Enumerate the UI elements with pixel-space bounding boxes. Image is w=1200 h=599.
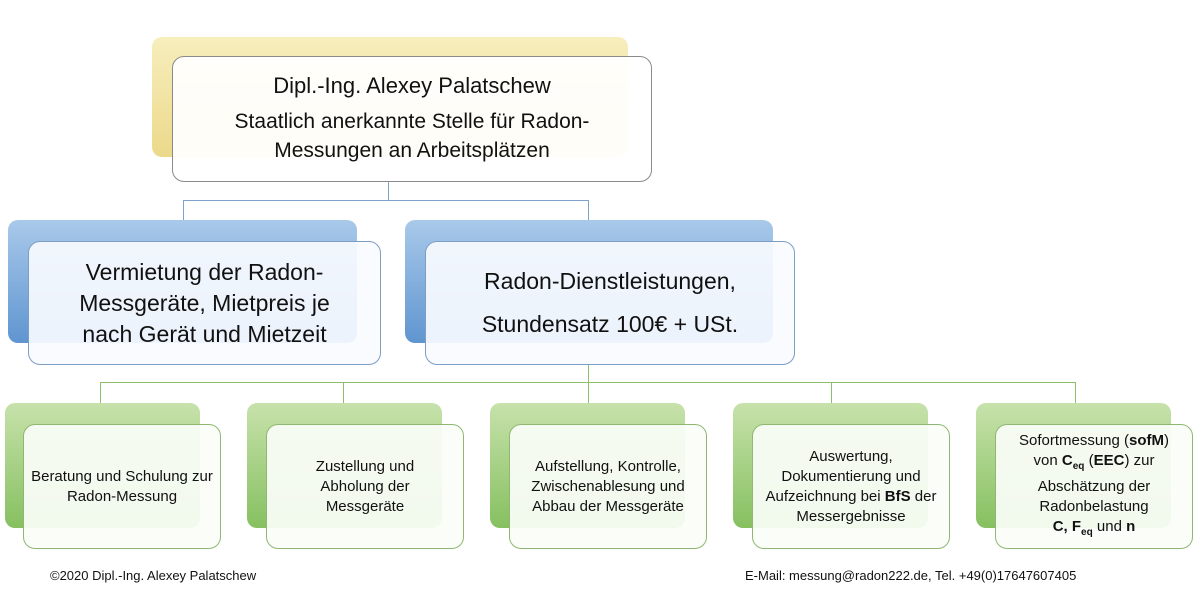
text-part: von: [1033, 451, 1062, 469]
service-setup: Aufstellung, Kontrolle, Zwischenablesung…: [509, 424, 707, 549]
text-part: (: [1084, 451, 1094, 469]
service-text: Aufstellung, Kontrolle, Zwischenablesung…: [531, 457, 685, 515]
root-subtitle: Staatlich anerkannte Stelle für Radon-Me…: [234, 110, 590, 162]
service-delivery: Zustellung und Abholung der Messgeräte: [266, 424, 464, 549]
text-part: der Messergebnisse: [796, 487, 937, 525]
rental-text: Vermietung der Radon-Messgeräte, Mietpre…: [79, 258, 330, 347]
service-instant-measurement: Sofortmessung (sofM) von Ceq (EEC) zur A…: [995, 424, 1193, 549]
root-node: Dipl.-Ing. Alexey Palatschew Staatlich a…: [172, 56, 652, 182]
text-part: Abschätzung der: [1037, 477, 1151, 495]
connector: [831, 382, 832, 404]
root-title: Dipl.-Ing. Alexey Palatschew: [273, 73, 551, 98]
text-part: sofM: [1129, 431, 1165, 449]
connector: [183, 200, 589, 201]
connector: [588, 365, 589, 382]
text-part: Auswertung, Dokumentierung und Aufzeichn…: [765, 447, 921, 505]
text-part: ) zur: [1124, 451, 1155, 469]
service-consulting: Beratung und Schulung zur Radon-Messung: [23, 424, 221, 549]
connector: [343, 382, 344, 404]
text-part: C: [1061, 451, 1073, 469]
connector: [588, 200, 589, 222]
service-evaluation: Auswertung, Dokumentierung und Aufzeichn…: [752, 424, 950, 549]
connector: [183, 200, 184, 222]
connector: [388, 182, 389, 200]
text-part: eq: [1072, 460, 1085, 472]
service-text: Auswertung, Dokumentierung und Aufzeichn…: [759, 447, 943, 527]
services-rate: Stundensatz 100€ + USt.: [481, 311, 739, 337]
service-text: Zustellung und Abholung der Messgeräte: [315, 457, 415, 515]
text-part: C, F: [1052, 517, 1082, 535]
rental-node: Vermietung der Radon-Messgeräte, Mietpre…: [28, 241, 381, 365]
text-part: und: [1092, 517, 1127, 535]
connector: [1075, 382, 1076, 404]
services-node: Radon-Dienstleistungen, Stundensatz 100€…: [425, 241, 795, 365]
text-part: eq: [1081, 526, 1093, 538]
connector: [588, 382, 589, 404]
text-part: n: [1126, 517, 1136, 535]
text-part: ): [1164, 431, 1170, 449]
bfs-text: BfS: [884, 487, 911, 505]
service-text: Sofortmessung (sofM) von Ceq (EEC) zur A…: [1019, 431, 1169, 543]
text-part: Sofortmessung (: [1018, 431, 1130, 449]
contact-info: E-Mail: messung@radon222.de, Tel. +49(0)…: [745, 568, 1077, 583]
text-part: Radonbelastung: [1039, 497, 1149, 515]
text-part: EEC: [1093, 451, 1125, 469]
services-title: Radon-Dienstleistungen,: [484, 268, 736, 294]
service-text: Beratung und Schulung zur Radon-Messung: [31, 467, 213, 505]
copyright: ©2020 Dipl.-Ing. Alexey Palatschew: [50, 568, 257, 583]
connector: [100, 382, 101, 404]
